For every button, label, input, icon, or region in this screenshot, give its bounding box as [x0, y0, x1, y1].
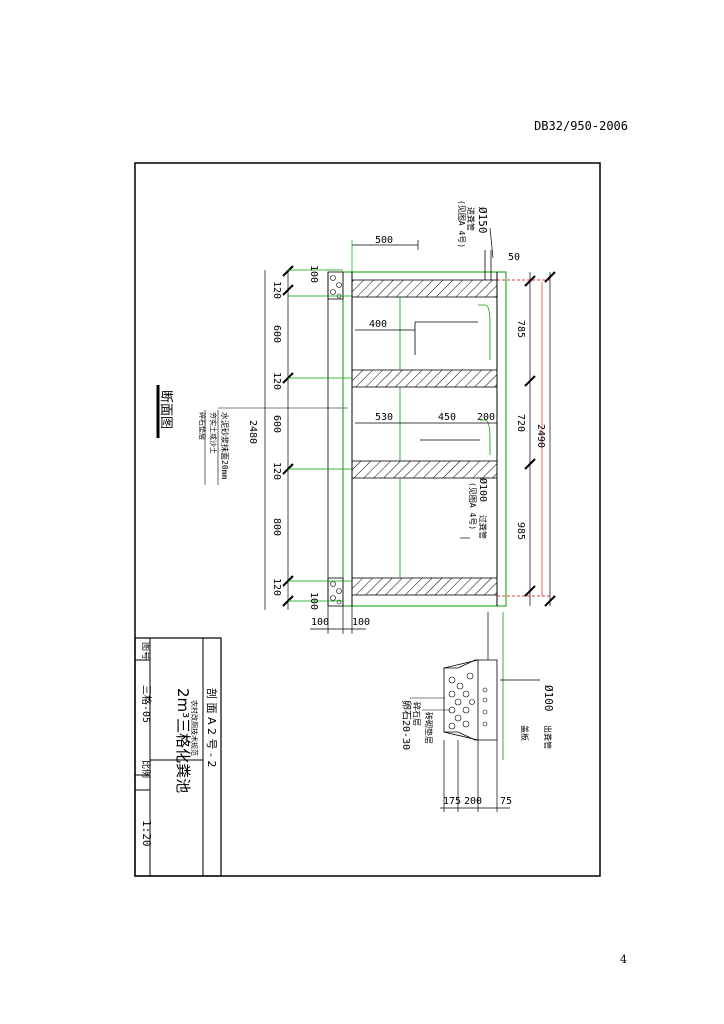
drawing-name: 2m³三格化粪池	[174, 688, 192, 793]
dimension-chain-right	[497, 271, 556, 607]
dim-foot-75: 75	[500, 796, 512, 807]
dim-chamber-b: 600	[271, 415, 282, 433]
layer-notes: 水泥砂浆抹面20mm 夯实土或沙土 碎石垫层	[198, 407, 348, 485]
dim-inner-width: 450	[438, 412, 456, 423]
dim-foot-200: 200	[464, 796, 482, 807]
gravel-spec: 卵石20-30	[400, 700, 412, 750]
dim-seg-985: 985	[515, 522, 526, 540]
page-number: 4	[620, 953, 627, 966]
middle-pipe-ref: (见图A 4号)	[468, 482, 477, 530]
dim-chamber1-pipe: 400	[369, 319, 387, 330]
tank-section	[327, 250, 507, 607]
dim-base-right: 100	[352, 617, 370, 628]
wall-mid-1	[351, 369, 498, 388]
dim-chamber-a: 600	[271, 325, 282, 343]
dim-top-offset: 500	[375, 235, 393, 246]
dim-wall-mid1: 120	[271, 372, 282, 390]
dim-foot-175: 175	[443, 796, 461, 807]
inlet-pipe-name: 进粪管	[466, 207, 476, 231]
gravel-name: 碎石层	[412, 702, 422, 726]
dim-top-gap: 50	[508, 252, 520, 263]
scale-value: 1:20	[140, 820, 153, 847]
inlet-pipe-callout: Ø150 进粪管 (见图A 4号)	[457, 200, 494, 259]
dim-total-outer: 2490	[535, 424, 546, 448]
middle-pipe-name: 过粪管	[478, 515, 488, 539]
dim-wall-bottom: 120	[271, 578, 282, 596]
dimension-labels-foot: 175 200 75	[440, 740, 512, 812]
drawing-frame	[134, 162, 601, 877]
middle-pipe-size: Ø100	[477, 478, 489, 502]
dimension-labels-top: 500 400 530 450 200 50	[351, 235, 520, 424]
inlet-pipe-size: Ø150	[476, 207, 489, 234]
dim-total-inner: 2480	[247, 420, 258, 444]
dim-side-bottom: 100	[308, 592, 319, 610]
dim-seg-720: 720	[515, 414, 526, 432]
outlet-pipe-size: Ø100	[542, 685, 555, 712]
layer-note-soil: 夯实土或沙土	[209, 412, 218, 454]
outlet-filter-labels: Ø100 出粪管 盖板 卵石20-30 碎石层 砖砌垫层	[400, 685, 555, 750]
layer-note-gravel: 碎石垫层	[198, 412, 207, 440]
layer-note-plaster: 水泥砂浆抹面20mm	[220, 412, 230, 479]
scale-label: 比例	[140, 760, 152, 778]
wall-mid-2	[351, 460, 498, 479]
dim-baffle: 200	[477, 412, 495, 423]
gravel-name-2: 砖砌垫层	[424, 712, 434, 744]
standard-code: DB32/950-2006	[534, 119, 628, 133]
sheet-no-label: 图号	[140, 642, 151, 660]
wall-bottom	[351, 577, 498, 596]
drawing-subtitle: 剖 面 A 2 号 - 2	[205, 688, 219, 767]
middle-pipe-callout: Ø100 过粪管 (见图A 4号)	[460, 478, 489, 539]
dimension-chain-left	[264, 265, 352, 610]
dim-seg-785: 785	[515, 320, 526, 338]
organization: 农村改厕技术规范	[190, 700, 199, 756]
inlet-pipe-ref: (见图A 4号)	[457, 200, 466, 248]
title-block: 图号 三格-05 比例 1:20 2m³三格化粪池 剖 面 A 2 号 - 2 …	[134, 637, 222, 877]
dimension-labels-right: 785 720 2490 985	[515, 320, 546, 540]
dim-wall-mid2: 120	[271, 462, 282, 480]
section-title: 断面图	[158, 390, 173, 429]
section-heading: 断面图	[156, 385, 173, 438]
sheet-no: 三格-05	[140, 685, 153, 723]
dim-chamber2-width: 530	[375, 412, 393, 423]
dimension-labels-base: 100 100	[310, 606, 370, 634]
dimension-labels-left: 120 600 120 600 120 800 120 2480 100 100	[247, 265, 319, 610]
wall-top	[351, 279, 498, 298]
outlet-pipe-name: 出粪管	[543, 725, 553, 749]
dim-wall-top: 120	[271, 281, 282, 299]
dim-side-top: 100	[308, 265, 319, 283]
dim-chamber-c: 800	[271, 518, 282, 536]
dim-base-left: 100	[311, 617, 329, 628]
cap-label: 盖板	[520, 725, 530, 741]
